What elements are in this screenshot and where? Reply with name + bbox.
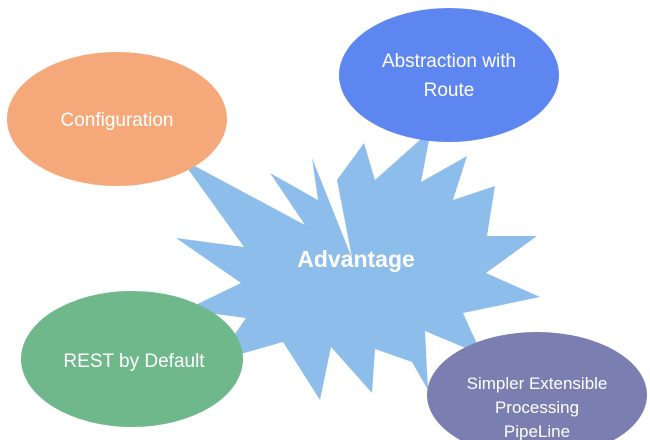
configuration-label: Configuration	[60, 110, 173, 131]
rest-label: REST by Default	[63, 351, 205, 372]
center-label: Advantage	[297, 246, 415, 272]
configuration-node	[7, 52, 227, 186]
rest-by-default-node	[21, 291, 243, 427]
abstraction-with-route-node	[339, 8, 559, 142]
advantage-starburst	[176, 130, 540, 400]
pipeline-label-line2: Processing	[495, 398, 579, 417]
pipeline-node	[427, 332, 647, 440]
pipeline-label-line3: PipeLine	[504, 422, 570, 440]
abstraction-label-line2: Route	[424, 80, 475, 101]
pipeline-label-line1: Simpler Extensible	[467, 374, 608, 393]
abstraction-label: Abstraction with	[382, 51, 516, 72]
